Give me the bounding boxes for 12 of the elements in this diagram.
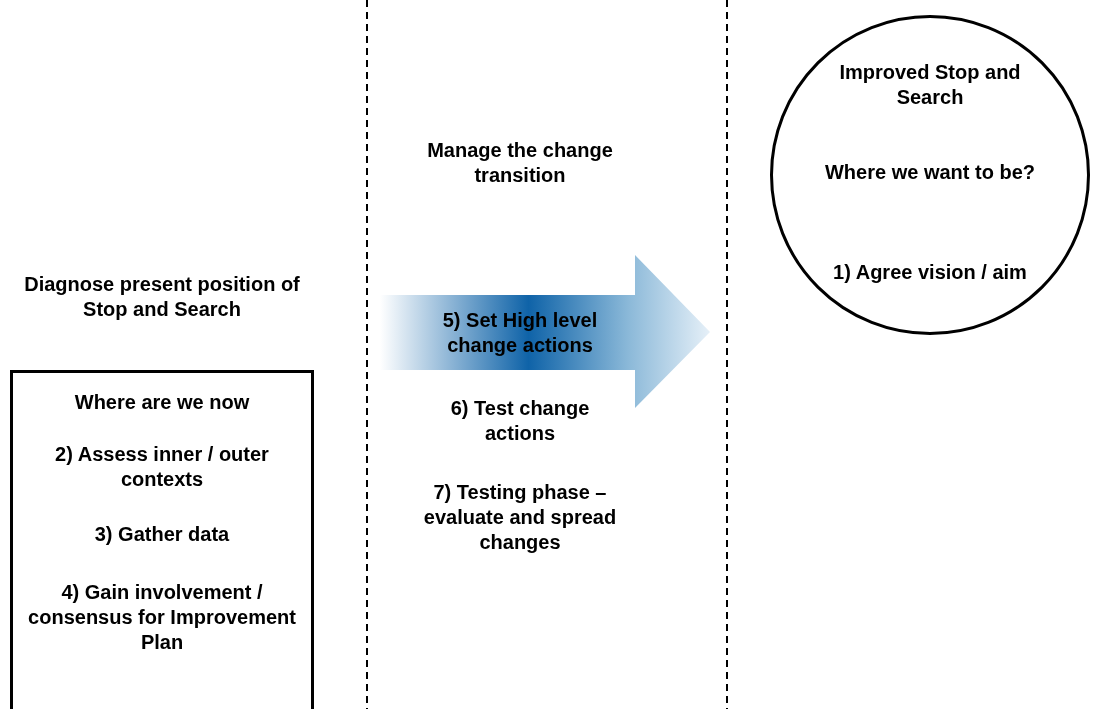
step-text: 7) Testing phase – evaluate and spread changes xyxy=(422,480,618,555)
step-text: 2) Assess inner / outer contexts xyxy=(54,442,270,492)
circle-heading: Improved Stop and Search xyxy=(838,60,1022,110)
box-heading: Where are we now xyxy=(73,390,251,415)
step-text: 4) Gain involvement / consensus for Improvement Plan xyxy=(27,580,297,655)
circle-subheading: Where we want to be? xyxy=(824,160,1036,185)
section-heading: Diagnose present position of Stop and Search xyxy=(23,272,301,322)
phase-heading: Manage the change transition xyxy=(426,138,614,188)
arrow-text: 5) Set High level change actions xyxy=(441,308,599,358)
step-text: 3) Gather data xyxy=(93,522,231,547)
step-text: 6) Test change actions xyxy=(449,396,591,446)
step-text: 1) Agree vision / aim xyxy=(832,260,1028,285)
